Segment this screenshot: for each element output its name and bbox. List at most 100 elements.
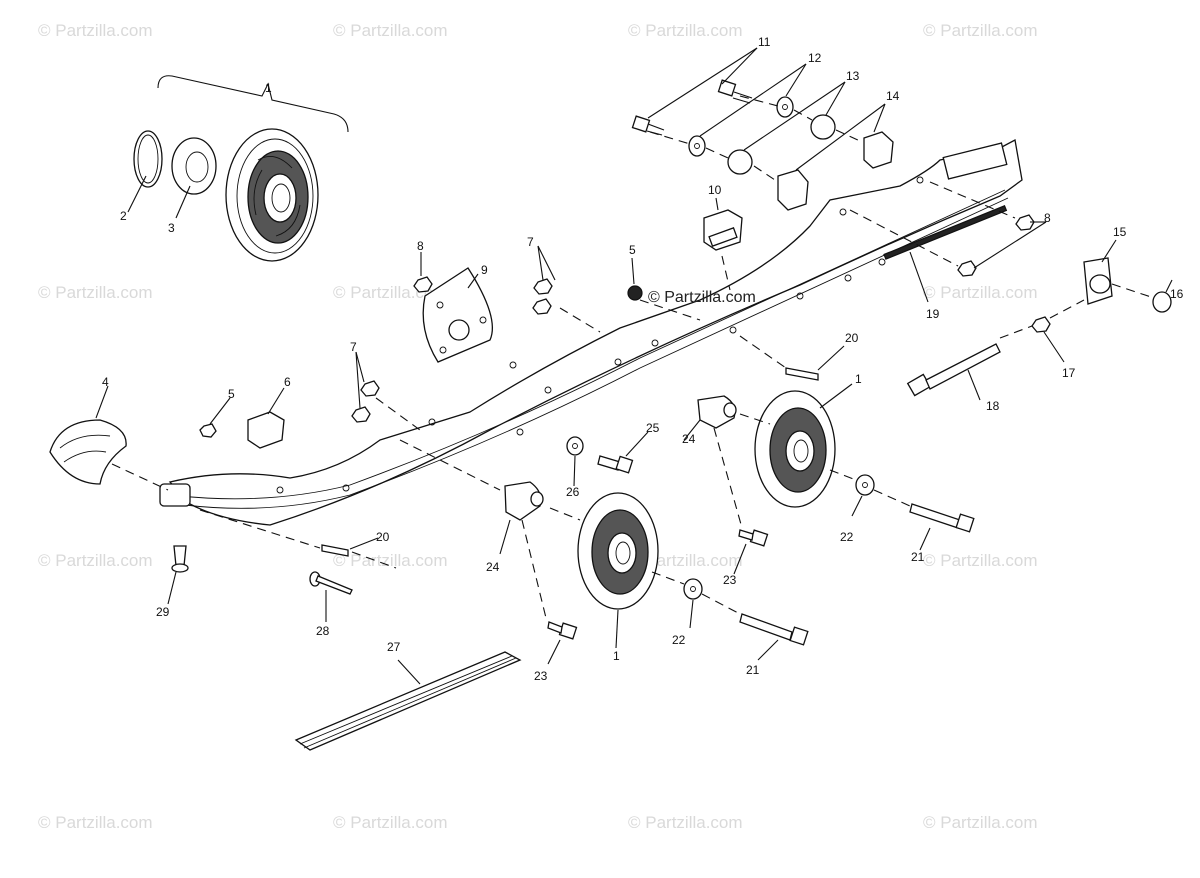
callout-16: 16 <box>1170 287 1184 301</box>
callout-9: 9 <box>481 263 488 277</box>
washer <box>776 96 794 118</box>
long-bolt <box>906 343 1001 397</box>
callout-8: 8 <box>417 239 424 253</box>
callout-20: 20 <box>845 331 859 345</box>
idler-wheel <box>577 492 659 610</box>
rail-slot <box>942 142 1008 180</box>
pin <box>321 544 349 557</box>
nut <box>360 380 380 397</box>
nut <box>1015 214 1035 231</box>
spacer-block <box>863 131 894 169</box>
plug <box>1152 291 1172 313</box>
spacer <box>727 149 753 175</box>
mount-plate <box>422 267 494 363</box>
callout-21: 21 <box>911 550 925 564</box>
callout-23: 23 <box>723 573 737 587</box>
watermark: © Partzilla.com <box>38 283 153 302</box>
watermark: © Partzilla.com <box>333 21 448 40</box>
snap-ring <box>133 130 163 188</box>
axle-bolt <box>909 503 961 529</box>
washer <box>683 578 703 600</box>
bolt <box>597 455 634 474</box>
bearing <box>171 137 217 195</box>
nut <box>199 423 217 438</box>
callout-6: 6 <box>284 375 291 389</box>
callout-5: 5 <box>629 243 636 257</box>
callout-1: 1 <box>265 81 272 95</box>
callout-2: 2 <box>120 209 127 223</box>
nut <box>533 278 553 295</box>
callout-21: 21 <box>746 663 760 677</box>
callout-7: 7 <box>350 340 357 354</box>
nut <box>532 298 552 315</box>
wheel-assembly-top <box>133 75 349 262</box>
callout-3: 3 <box>168 221 175 235</box>
watermark: © Partzilla.com <box>923 551 1038 570</box>
callout-4: 4 <box>102 375 109 389</box>
callout-29: 29 <box>156 605 170 619</box>
callout-labels: 1 2 3 4 5 6 7 8 9 7 5 10 11 12 13 14 8 1… <box>102 35 1184 683</box>
axle-bolt <box>739 613 793 641</box>
callout-18: 18 <box>986 399 1000 413</box>
callout-24: 24 <box>486 560 500 574</box>
watermark: © Partzilla.com <box>923 283 1038 302</box>
nut <box>1031 316 1051 333</box>
nut <box>627 285 643 301</box>
rivet <box>309 571 353 595</box>
washer <box>855 474 875 496</box>
watermark: © Partzilla.com <box>628 813 743 832</box>
nut <box>413 276 433 293</box>
callout-12: 12 <box>808 51 822 65</box>
callout-7: 7 <box>527 235 534 249</box>
pin <box>708 227 738 247</box>
spacer-block <box>777 169 809 211</box>
nut <box>957 260 977 277</box>
callout-28: 28 <box>316 624 330 638</box>
callout-10: 10 <box>708 183 722 197</box>
wear-strip <box>883 205 1008 260</box>
callout-17: 17 <box>1062 366 1076 380</box>
callout-5: 5 <box>228 387 235 401</box>
watermark: © Partzilla.com <box>38 21 153 40</box>
callout-20: 20 <box>376 530 390 544</box>
callout-19: 19 <box>926 307 940 321</box>
rail-body <box>168 139 1023 526</box>
callout-23: 23 <box>534 669 548 683</box>
slide-block <box>247 411 285 449</box>
callout-1: 1 <box>613 649 620 663</box>
callout-1: 1 <box>855 372 862 386</box>
watermark: © Partzilla.com <box>333 551 448 570</box>
watermark-grid: © Partzilla.com © Partzilla.com © Partzi… <box>38 21 1038 832</box>
watermark: © Partzilla.com <box>923 21 1038 40</box>
washer <box>566 436 584 456</box>
callout-13: 13 <box>846 69 860 83</box>
callout-22: 22 <box>672 633 686 647</box>
assembly-lines <box>111 95 1155 619</box>
callout-25: 25 <box>646 421 660 435</box>
bolt <box>547 621 578 640</box>
rail-tip <box>159 483 191 507</box>
slide-block <box>703 209 743 251</box>
rivet <box>171 545 189 573</box>
parts-group <box>49 79 1172 751</box>
washer <box>688 135 706 157</box>
bolt <box>738 529 769 547</box>
callout-14: 14 <box>886 89 900 103</box>
callout-22: 22 <box>840 530 854 544</box>
watermark: © Partzilla.com <box>923 813 1038 832</box>
idler-wheel <box>754 390 836 508</box>
bolt <box>717 79 753 104</box>
callout-27: 27 <box>387 640 401 654</box>
callout-24: 24 <box>682 432 696 446</box>
callout-26: 26 <box>566 485 580 499</box>
callout-15: 15 <box>1113 225 1127 239</box>
watermark: © Partzilla.com <box>38 813 153 832</box>
watermark-center: © Partzilla.com <box>648 289 756 306</box>
callout-11: 11 <box>758 35 771 49</box>
watermark: © Partzilla.com <box>333 813 448 832</box>
assembly-bracket <box>157 75 349 133</box>
pin <box>785 367 819 381</box>
watermark: © Partzilla.com <box>628 21 743 40</box>
